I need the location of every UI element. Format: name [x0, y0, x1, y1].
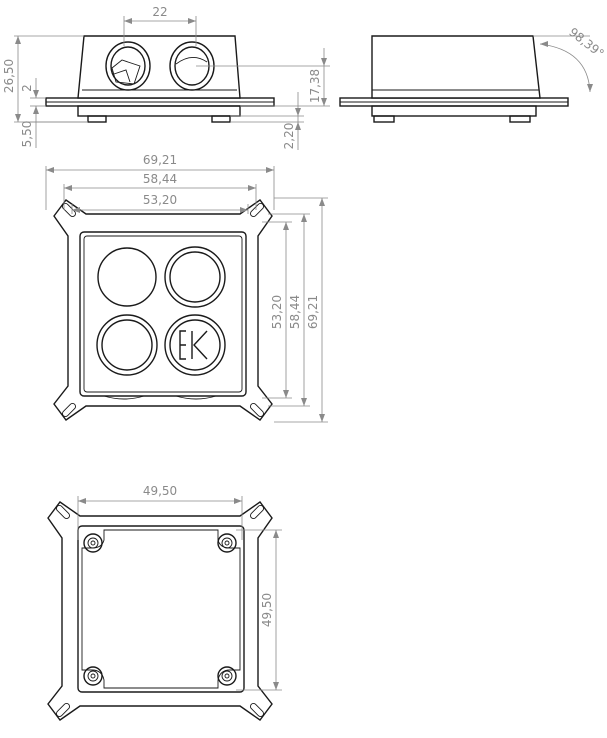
- dim-top-width-outer: 69,21: [45, 153, 275, 210]
- bottom-mount-bracket: [47, 501, 273, 721]
- bottom-block-body: [77, 525, 245, 693]
- dim-port-spacing: 22: [123, 5, 197, 46]
- dim-foot-height: 2,20: [230, 92, 304, 150]
- front-lower-body: [77, 105, 241, 117]
- side-view: 98,39°: [339, 25, 607, 123]
- front-port-right: [169, 41, 215, 91]
- dim-label-bottom-width: 49,50: [143, 484, 177, 498]
- top-block-body: [79, 231, 247, 397]
- dim-label-top-height-outer: 69,21: [306, 295, 320, 329]
- bottom-screw-bottom-left: [83, 666, 103, 686]
- dim-plate-thickness: 2: [20, 78, 46, 107]
- bottom-screw-bottom-right: [217, 666, 237, 686]
- front-foot-left: [87, 115, 107, 123]
- front-foot-right: [211, 115, 231, 123]
- dim-bottom-height: 49,50: [236, 529, 282, 691]
- bottom-screw-top-left: [83, 533, 103, 553]
- dim-label-base-height: 5,50: [20, 121, 34, 148]
- bottom-coldplate: [81, 529, 241, 689]
- top-port-bottom-right: [164, 314, 226, 376]
- dim-top-width-mid: 58,44: [63, 172, 257, 210]
- side-top-body: [371, 35, 541, 99]
- top-mount-bracket: [53, 199, 273, 421]
- top-port-top-right: [164, 246, 226, 308]
- dim-bottom-width: 49,50: [77, 484, 243, 540]
- dim-label-top-width-outer: 69,21: [143, 153, 177, 167]
- dim-base-height: 5,50: [20, 106, 88, 148]
- bottom-view: 49,50 49,50: [47, 484, 282, 721]
- front-view: 22 26,50 2 5,50: [2, 5, 330, 150]
- side-lower-body: [371, 105, 537, 117]
- bottom-screw-top-right: [217, 533, 237, 553]
- top-port-plug-top-left: [97, 247, 157, 307]
- dim-label-bottom-height: 49,50: [260, 593, 274, 627]
- front-top-body: [77, 35, 241, 99]
- top-view: 69,21 58,44 53,20 53,20: [45, 153, 328, 423]
- dim-side-angle: 98,39°: [533, 25, 607, 93]
- dim-top-width-inner: 53,20: [71, 193, 249, 214]
- dim-port-height: 17,38: [196, 48, 330, 107]
- dim-total-height: 26,50: [2, 35, 88, 123]
- top-port-bottom-left: [96, 314, 158, 376]
- side-foot-right: [509, 115, 531, 123]
- dim-label-top-width-mid: 58,44: [143, 172, 177, 186]
- dim-label-top-height-inner: 53,20: [270, 295, 284, 329]
- dim-top-height-mid: 58,44: [268, 213, 310, 407]
- dim-label-plate-thickness: 2: [20, 84, 34, 92]
- dim-label-total-height: 26,50: [2, 59, 16, 93]
- ek-logo: [179, 330, 208, 360]
- dim-top-height-outer: 69,21: [274, 197, 328, 423]
- dim-label-top-height-mid: 58,44: [288, 295, 302, 329]
- dim-label-top-width-inner: 53,20: [143, 193, 177, 207]
- front-port-left: [105, 41, 151, 91]
- dim-top-height-inner: 53,20: [262, 221, 292, 399]
- dim-label-port-spacing: 22: [152, 5, 167, 19]
- dim-label-port-height: 17,38: [308, 69, 322, 103]
- dim-label-foot-height: 2,20: [282, 123, 296, 150]
- side-foot-left: [373, 115, 395, 123]
